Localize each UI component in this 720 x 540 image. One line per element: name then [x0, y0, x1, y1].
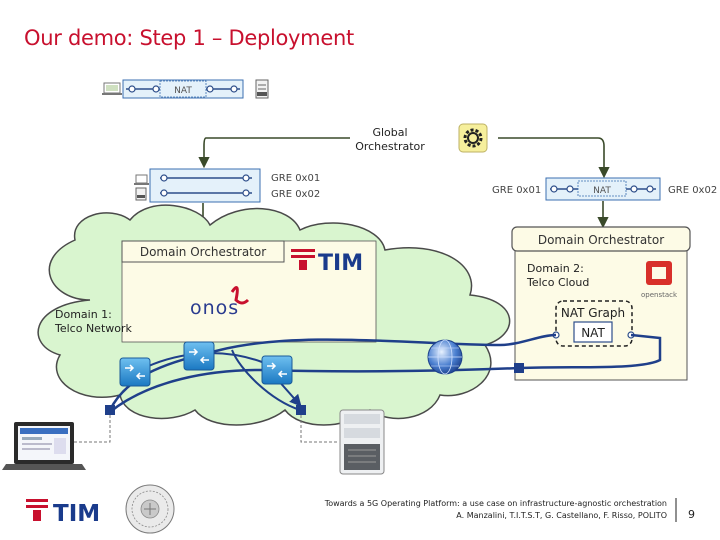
server-icon: [135, 187, 147, 201]
laptop-icon: [102, 82, 122, 95]
page-number: 9: [688, 508, 695, 521]
footer-line2: A. Manzalini, T.I.T.S.T, G. Castellano, …: [456, 511, 667, 520]
domain2-orchestrator-label: Domain Orchestrator: [538, 233, 664, 247]
endpoint-port: [514, 363, 524, 373]
global-orchestrator-line2: Orchestrator: [355, 140, 425, 153]
laptop-icon: [134, 174, 149, 185]
switch-icon: [183, 341, 215, 371]
switch-icon: [119, 357, 151, 387]
onos-logo-text: onos: [190, 297, 239, 319]
laptop-icon[interactable]: [2, 422, 86, 470]
right-gre-right-label: GRE 0x02: [668, 185, 717, 196]
right-gre-left-label: GRE 0x01: [492, 185, 541, 196]
top-nat-graph: NAT: [122, 79, 244, 99]
nat-graph-label: NAT Graph: [561, 306, 625, 320]
right-nat-graph: NAT: [545, 177, 661, 201]
footer-line1: Towards a 5G Operating Platform: a use c…: [324, 499, 667, 508]
server-link: [300, 415, 338, 443]
left-gre2-label: GRE 0x02: [271, 189, 320, 200]
openstack-logo: openstack: [641, 261, 678, 299]
slide-title: Our demo: Step 1 – Deployment: [24, 26, 354, 50]
openstack-logo-text: openstack: [641, 291, 678, 299]
footer-tim-text: TIM: [53, 501, 100, 527]
server-icon[interactable]: [339, 409, 385, 475]
endpoint-port: [296, 405, 306, 415]
left-gre1-label: GRE 0x01: [271, 173, 320, 184]
top-nat-label: NAT: [174, 86, 192, 96]
onos-logo: onos: [190, 286, 250, 319]
domain1-orchestrator-header[interactable]: [121, 240, 285, 263]
nat-vnf-box[interactable]: [573, 321, 613, 343]
domain1-orchestrator-label: Domain Orchestrator: [140, 245, 266, 259]
laptop-link: [70, 415, 111, 443]
domain1-name-line2: Telco Network: [54, 322, 133, 335]
endpoint-port: [105, 405, 115, 415]
left-gre-graph: [149, 168, 261, 203]
nat-graph-box[interactable]: [555, 300, 633, 347]
domain2-name-line2: Telco Cloud: [526, 276, 589, 289]
footer-tim-logo: TIM: [26, 499, 100, 527]
domain2-panel: [514, 234, 688, 381]
tim-logo: TIM: [291, 249, 363, 276]
server-icon: [255, 79, 269, 99]
tim-logo-text: TIM: [318, 251, 363, 276]
internet-globe-icon: [427, 339, 463, 375]
arrow-to-left-graph: [198, 137, 350, 169]
arrow-to-right-graph: [498, 137, 610, 179]
right-nat-label: NAT: [593, 186, 611, 196]
gear-icon[interactable]: [458, 123, 488, 153]
nat-vnf-label: NAT: [581, 326, 605, 340]
domain2-name-line1: Domain 2:: [527, 262, 584, 275]
switch-icon: [261, 355, 293, 385]
domain1-name-line1: Domain 1:: [55, 308, 112, 321]
domain2-orchestrator-header[interactable]: [511, 226, 691, 252]
global-orchestrator-line1: Global: [372, 126, 407, 139]
university-seal-logo: [125, 484, 175, 534]
